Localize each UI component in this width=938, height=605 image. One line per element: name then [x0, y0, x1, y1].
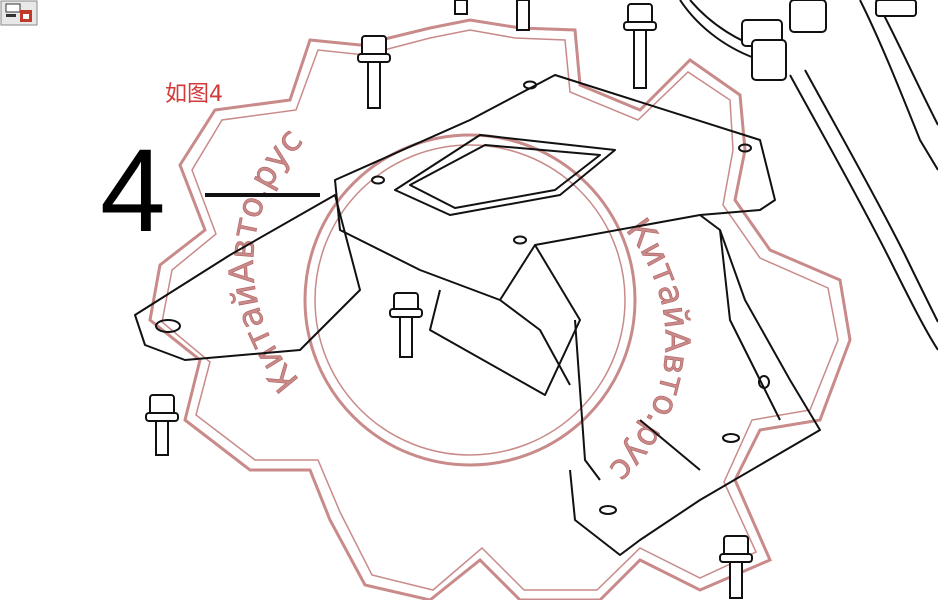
bolt-top-left — [357, 35, 391, 109]
bolt-group — [145, 0, 753, 599]
watermark-gear — [148, 18, 852, 602]
bolt-lower-right — [719, 535, 753, 599]
bolt-lower-left — [145, 394, 179, 456]
bolt-top-right — [623, 3, 657, 89]
bolt-top-stub-1 — [454, 0, 468, 15]
bolt-middle — [389, 292, 423, 358]
callout-number: 4 — [100, 125, 166, 257]
watermark-text-upper: КитайАвто.рус — [222, 120, 311, 400]
save-icon[interactable] — [0, 0, 38, 26]
figure-caption: 如图4 — [165, 82, 223, 107]
cable-harness — [679, 0, 938, 351]
bolt-top-stub-2 — [516, 0, 530, 31]
bracket-drawing — [134, 74, 821, 556]
